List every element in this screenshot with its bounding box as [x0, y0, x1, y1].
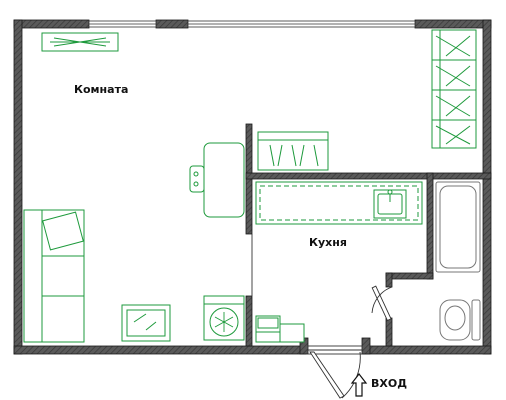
bottom-wall-right	[361, 345, 492, 355]
top-wall-mid	[155, 19, 189, 29]
kitchen-top-wall	[245, 172, 492, 180]
room-furniture	[23, 29, 477, 343]
kitchen-furniture	[255, 181, 423, 343]
door-jamb-right	[361, 337, 371, 355]
bathroom-wall-lower	[385, 317, 393, 347]
partition-room-kitchen-bottom	[245, 295, 253, 347]
toilet	[439, 299, 481, 341]
bathroom-wall-step	[385, 272, 434, 280]
wardrobe	[431, 29, 477, 149]
sofa	[23, 209, 85, 343]
tv-stand	[41, 32, 119, 52]
bottom-wall-left	[13, 345, 307, 355]
bathroom-fixtures	[435, 181, 481, 341]
left-wall	[13, 19, 23, 355]
snowflake-icon	[214, 312, 234, 332]
shelf-unit	[257, 131, 329, 171]
bathroom-wall-step-v	[385, 272, 393, 288]
walls	[13, 19, 492, 355]
bathroom-wall-vertical	[426, 172, 434, 280]
bathroom-door	[371, 285, 393, 322]
coffee-table	[121, 304, 171, 342]
bathtub	[435, 181, 481, 273]
washing-machine	[203, 295, 245, 341]
up-arrow-icon	[350, 373, 368, 397]
dining-table	[189, 142, 245, 218]
kitchen-stove	[255, 315, 305, 343]
entrance-label: ВХОД	[371, 377, 407, 390]
kitchen-label: Кухня	[309, 236, 347, 249]
kitchen-sink	[373, 189, 407, 219]
top-wall-right	[414, 19, 492, 29]
windows	[88, 20, 416, 28]
room-label: Комната	[74, 83, 128, 96]
entrance-door	[307, 345, 363, 399]
right-wall	[482, 19, 492, 355]
top-wall-left	[13, 19, 90, 29]
doors	[251, 234, 393, 399]
